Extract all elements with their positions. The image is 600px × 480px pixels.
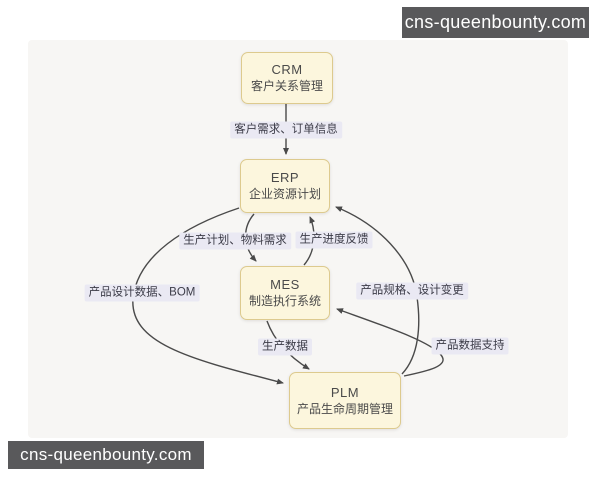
node-crm: CRM 客户关系管理 [241,52,333,104]
watermark-top-right: cns-queenbounty.com [402,7,589,38]
edge-label-mes-to-erp: 生产进度反馈 [295,231,373,249]
node-crm-subtitle: 客户关系管理 [250,79,323,93]
watermark-bottom-left: cns-queenbounty.com [8,441,204,469]
node-mes-title: MES [270,277,300,292]
node-plm-title: PLM [330,384,360,400]
edge-label-erp-to-plm: 产品设计数据、BOM [84,284,200,302]
node-mes-subtitle: 制造执行系统 [248,294,321,308]
arrow-plm-to-mes [336,308,444,377]
node-crm-title: CRM [271,62,303,77]
node-plm-subtitle: 产品生命周期管理 [296,401,393,416]
edge-label-plm-to-erp: 产品规格、设计变更 [356,282,468,300]
node-plm: PLM 产品生命周期管理 [289,372,401,429]
edge-label-erp-to-mes: 生产计划、物料需求 [179,232,291,250]
node-erp-title: ERP [270,170,300,185]
edge-label-crm-to-erp: 客户需求、订单信息 [230,121,342,139]
edge-label-plm-to-mes: 产品数据支持 [431,337,509,355]
node-erp-subtitle: 企业资源计划 [248,187,321,201]
node-mes: MES 制造执行系统 [240,266,330,320]
node-erp: ERP 企业资源计划 [240,159,330,213]
edge-label-mes-to-plm: 生产数据 [258,338,312,356]
